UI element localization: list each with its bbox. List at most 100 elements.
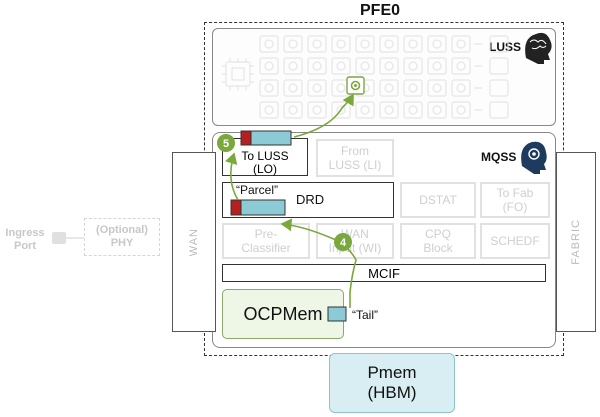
- pre-classifier-block: Pre-Classifier: [222, 223, 310, 259]
- luss-cell: [427, 57, 447, 75]
- ingress-port-label: Ingress Port: [0, 227, 50, 253]
- luss-cell-core: [432, 61, 442, 71]
- luss-label: LUSS: [489, 40, 522, 54]
- mqss-label: MQSS: [481, 150, 517, 164]
- optional-phy-block: (Optional) PHY: [84, 218, 160, 256]
- luss-box: [212, 28, 556, 126]
- luss-cell-core: [432, 105, 442, 115]
- luss-cell: [489, 35, 509, 53]
- pre-classifier-label: Pre-Classifier: [241, 227, 291, 255]
- luss-cell-core: [408, 83, 418, 93]
- luss-cell: [283, 101, 303, 119]
- luss-cell: [259, 57, 279, 75]
- luss-cell-core: [264, 61, 274, 71]
- luss-cell-core: [312, 61, 322, 71]
- luss-cell-core: [384, 39, 394, 49]
- wan-block: WAN: [172, 152, 216, 332]
- ingress-port-text: Ingress Port: [5, 227, 45, 252]
- luss-cell-core: [456, 105, 466, 115]
- arrow-toluss-to-luss: [293, 93, 354, 138]
- luss-engine-grid: [222, 35, 509, 119]
- luss-cell-core: [288, 83, 298, 93]
- cpq-block-label: CPQ Block: [423, 227, 453, 255]
- step-marker-4: 4: [334, 233, 352, 251]
- luss-cell: [489, 57, 509, 75]
- luss-cell-core: [312, 105, 322, 115]
- luss-cell: [427, 79, 447, 97]
- luss-cell-core: [264, 39, 274, 49]
- luss-cell: [451, 79, 471, 97]
- parcel-label: “Parcel”: [236, 183, 279, 197]
- luss-cell: [331, 35, 351, 53]
- to-fab-label: To Fab (FO): [496, 186, 534, 214]
- gear-icon: [346, 76, 365, 95]
- to-fab-block: To Fab (FO): [480, 182, 550, 218]
- luss-cell: [331, 101, 351, 119]
- luss-cell: [403, 57, 423, 75]
- luss-cell: [403, 79, 423, 97]
- optional-phy-label: (Optional) PHY: [96, 224, 148, 249]
- luss-cell: [355, 57, 375, 75]
- luss-cell: [451, 35, 471, 53]
- luss-cell-core: [288, 61, 298, 71]
- luss-cells: [259, 35, 509, 119]
- luss-cell: [489, 79, 509, 97]
- luss-cell: [427, 35, 447, 53]
- mcif-label: MCIF: [368, 265, 400, 281]
- luss-cell-core: [264, 105, 274, 115]
- luss-cell: [379, 35, 399, 53]
- arrow-drd-to-toluss: [225, 152, 239, 201]
- luss-cell: [355, 101, 375, 119]
- luss-cell: [283, 35, 303, 53]
- mqss-head-icon: [521, 141, 547, 174]
- to-luss-label: To LUSS (LO): [241, 149, 289, 176]
- luss-cell-core: [264, 83, 274, 93]
- luss-cell-core: [360, 61, 370, 71]
- luss-cell: [379, 101, 399, 119]
- luss-cell-core: [288, 105, 298, 115]
- from-luss-label: From LUSS (LI): [328, 144, 382, 172]
- ocpmem-label: OCPMem: [243, 303, 323, 324]
- luss-cell-core: [312, 83, 322, 93]
- step-4-text: 4: [340, 237, 347, 249]
- luss-cell-core: [336, 105, 346, 115]
- luss-cell: [451, 57, 471, 75]
- schedf-label: SCHEDF: [490, 234, 540, 248]
- tail-label: “Tail”: [352, 308, 378, 322]
- step-marker-5: 5: [217, 134, 235, 152]
- luss-cell-core: [408, 61, 418, 71]
- from-luss-block: From LUSS (LI): [316, 139, 394, 177]
- luss-cell: [403, 101, 423, 119]
- luss-cell: [283, 79, 303, 97]
- arrow-tail-to-drd: [280, 218, 357, 308]
- step-5-text: 5: [223, 138, 229, 150]
- luss-cell-core: [432, 39, 442, 49]
- luss-cell-core: [360, 39, 370, 49]
- luss-cell: [379, 57, 399, 75]
- luss-cell-core: [408, 105, 418, 115]
- cpq-block: CPQ Block: [400, 223, 476, 259]
- luss-cell: [259, 101, 279, 119]
- ocpmem-block: OCPMem: [222, 289, 344, 339]
- fabric-block: FABRIC: [556, 152, 596, 332]
- luss-cell: [307, 57, 327, 75]
- luss-cell-core: [384, 61, 394, 71]
- luss-cell: [283, 57, 303, 75]
- luss-cell: [259, 79, 279, 97]
- luss-cell-core: [456, 39, 466, 49]
- pmem-label: Pmem (HBM): [367, 363, 417, 402]
- luss-cell-core: [336, 39, 346, 49]
- luss-cell-core: [312, 39, 322, 49]
- tail-packet: [327, 306, 347, 322]
- luss-cell-core: [408, 39, 418, 49]
- luss-cell: [307, 101, 327, 119]
- luss-cell-core: [456, 83, 466, 93]
- to-luss-packet: [240, 130, 292, 146]
- luss-cell: [355, 35, 375, 53]
- luss-cell-core: [288, 39, 298, 49]
- luss-cell: [331, 57, 351, 75]
- luss-cell: [307, 35, 327, 53]
- luss-cell: [379, 79, 399, 97]
